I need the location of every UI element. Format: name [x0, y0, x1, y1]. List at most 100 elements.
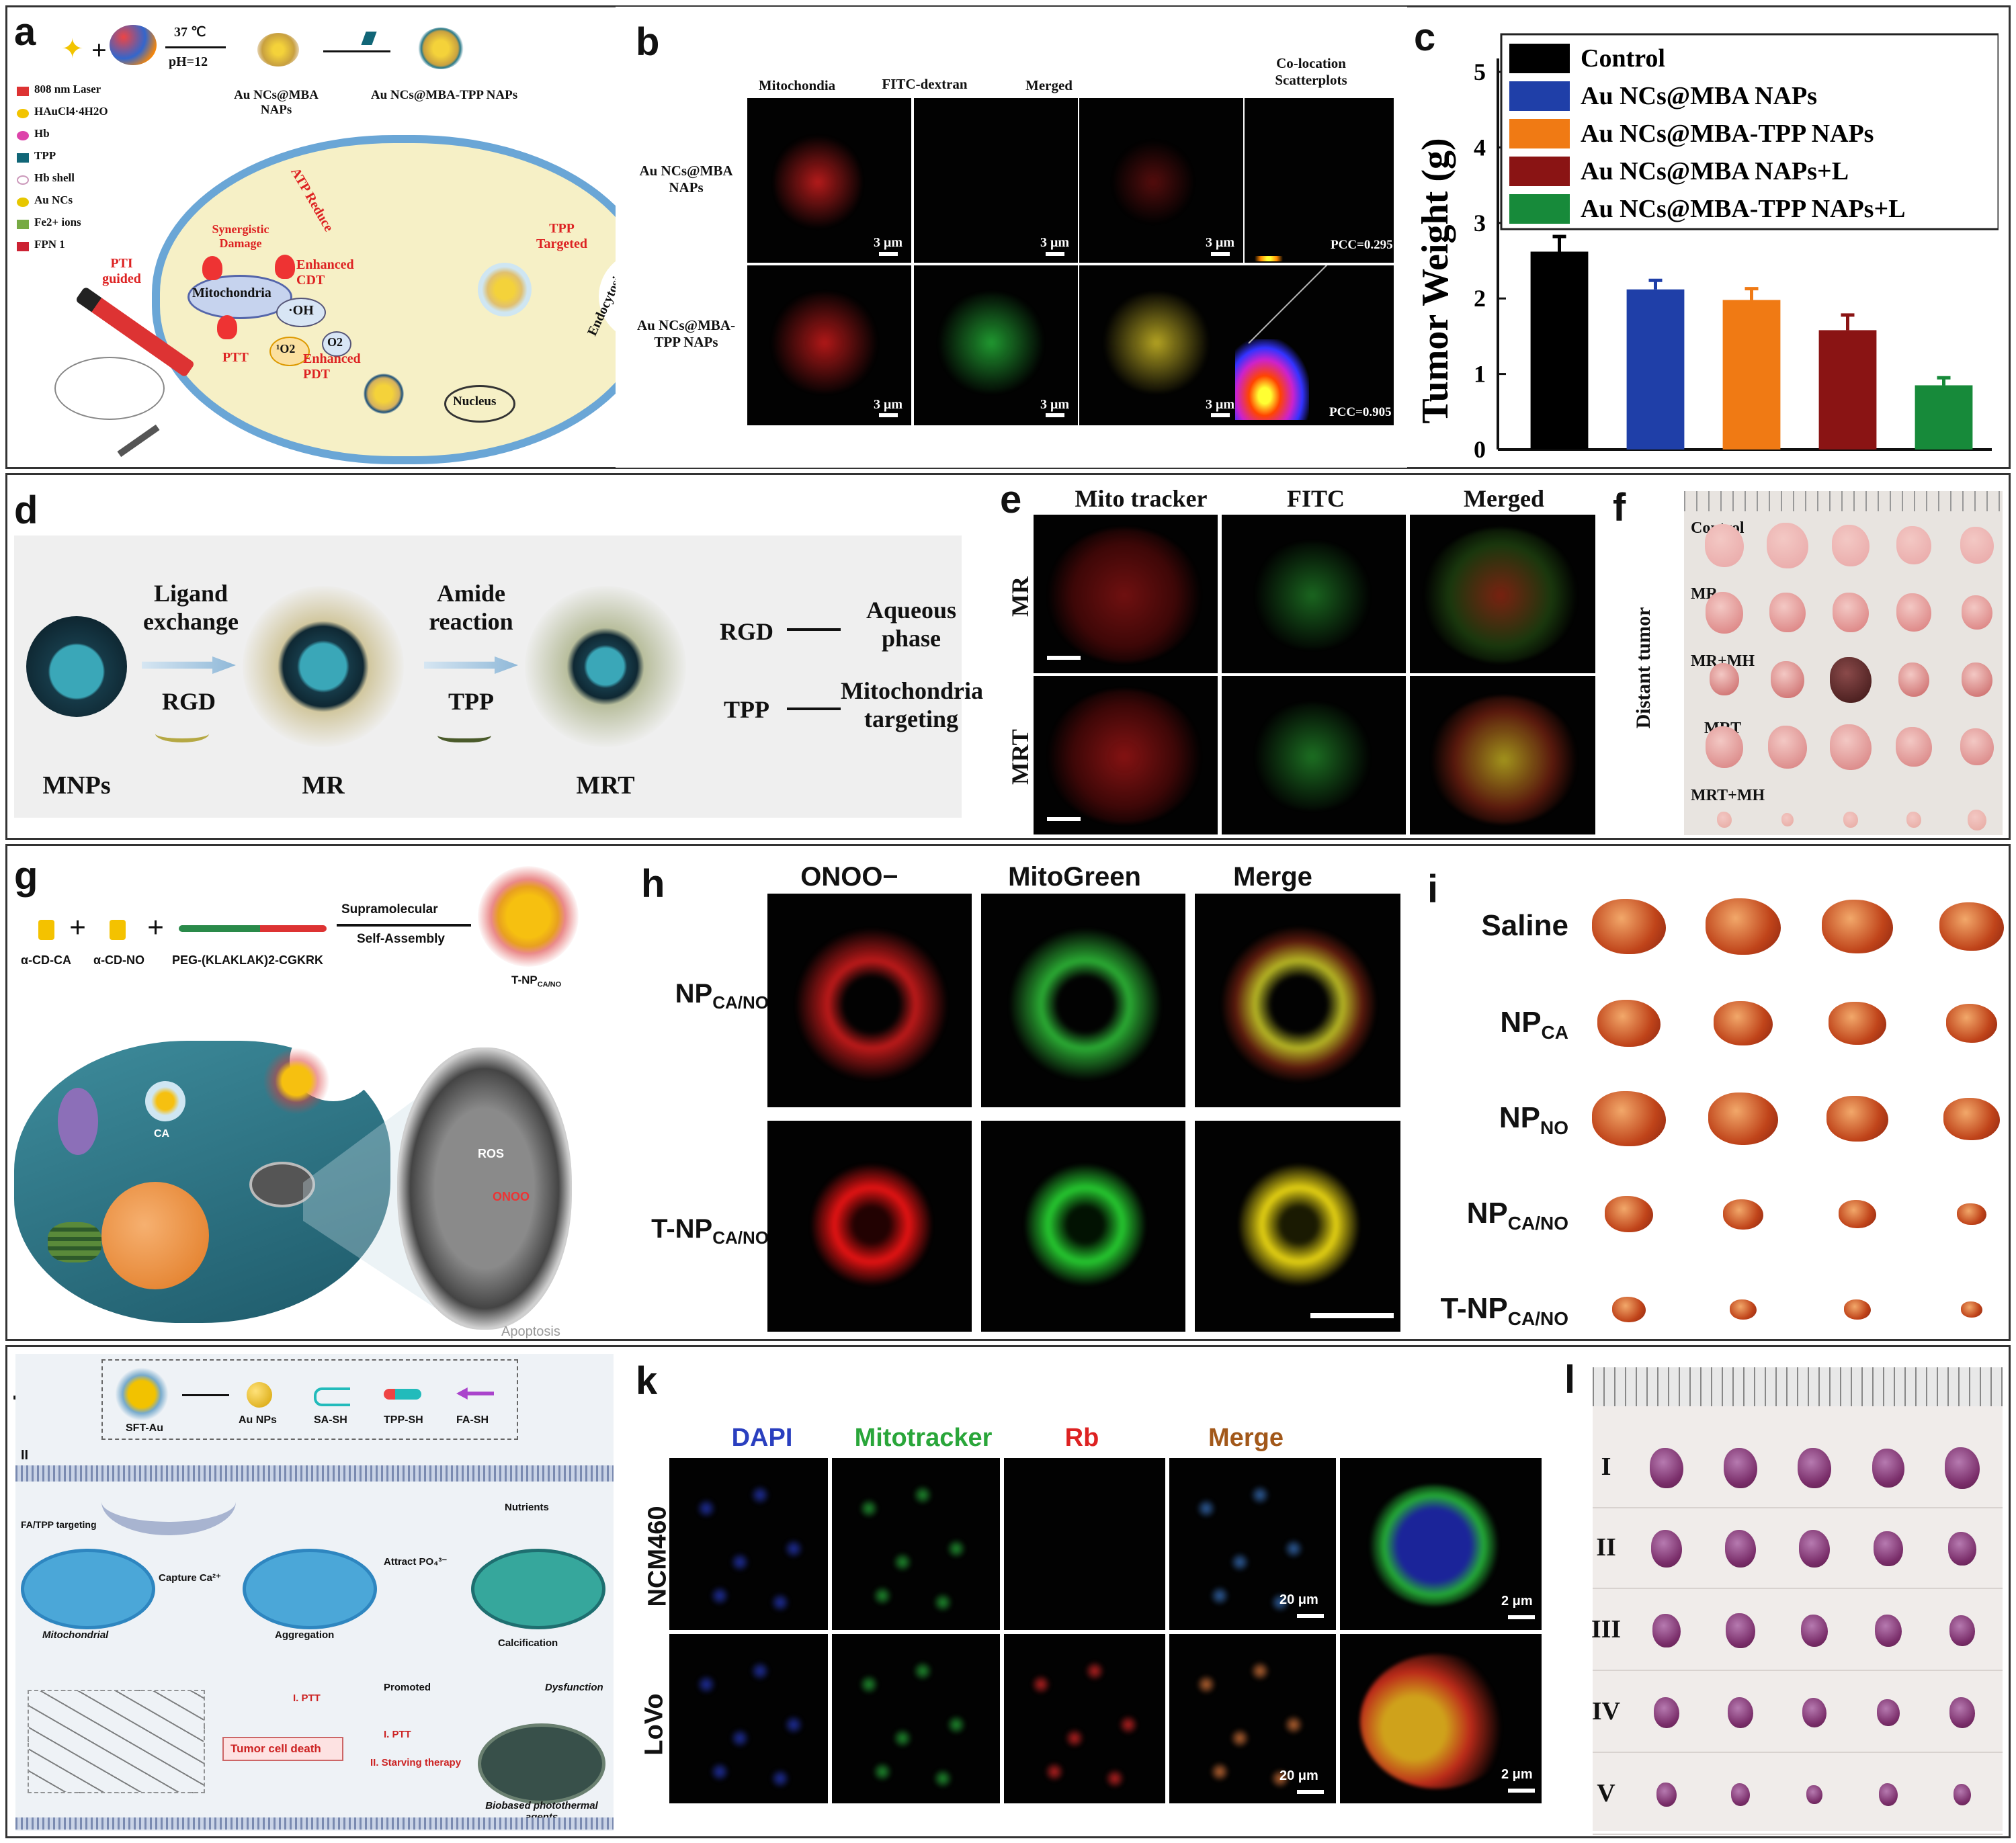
- row-label-mba-tpp: Au NCs@MBA-TPP NAPs: [636, 317, 736, 350]
- tumor-specimen: [1879, 1783, 1898, 1806]
- sa-sh-icon: [314, 1387, 350, 1406]
- promoted-label: Promoted: [384, 1682, 431, 1693]
- syringe-icon: [117, 424, 160, 458]
- product1-label: Au NCs@MBA NAPs: [234, 88, 319, 117]
- aggregation-label: Aggregation: [275, 1629, 335, 1641]
- ruler: [1684, 491, 2003, 511]
- header-rb: Rb: [1064, 1424, 1099, 1452]
- starving-label: II. Starving therapy: [370, 1757, 462, 1768]
- micrograph-k: [669, 1634, 828, 1803]
- mitochondria-label: Mitochondria: [192, 286, 271, 300]
- legend-hb: Hb: [34, 127, 50, 140]
- panel-label-k: k: [636, 1359, 658, 1403]
- nanoparticle-outside: [263, 1047, 330, 1115]
- micrograph-k: 2 μm: [1340, 1634, 1542, 1803]
- row-label-mrt: MRT: [1007, 729, 1034, 785]
- row-label-i: NPCA: [1500, 1006, 1568, 1043]
- divider: [1593, 1834, 2003, 1835]
- legend-label: Au NCs@MBA-TPP NAPs+L: [1581, 195, 1905, 223]
- mito-label: Mitochondrial: [42, 1629, 109, 1641]
- reagent-au-nps: Au NPs: [239, 1414, 277, 1426]
- ruler: [1593, 1367, 2003, 1406]
- scatterplot-b-r2: PCC=0.905: [1235, 265, 1394, 425]
- tumor-specimen: [1839, 1200, 1876, 1228]
- micrograph-k: 20 μm: [1169, 1458, 1336, 1630]
- legend-label: Au NCs@MBA NAPs: [1581, 82, 1817, 110]
- roman-ii: II: [21, 1448, 29, 1463]
- header-onoo: ONOO−: [800, 862, 898, 892]
- panel-label-a: a: [14, 10, 36, 54]
- tumor-specimen: [1724, 1448, 1757, 1488]
- mito-1: [21, 1549, 155, 1629]
- reagent-tpp-sh: TPP-SH: [384, 1414, 423, 1426]
- rgd-label: RGD: [162, 688, 216, 715]
- micrograph-e-mr-fitc: [1222, 515, 1406, 673]
- divider: [1593, 1588, 2003, 1589]
- panel-label-h: h: [641, 862, 665, 906]
- star-icon: ✦: [61, 34, 84, 64]
- micrograph-k: 2 μm: [1340, 1458, 1542, 1630]
- legend-swatch: [1509, 81, 1570, 111]
- micrograph-k: [832, 1634, 1000, 1803]
- mnp-particle: [26, 616, 127, 717]
- y-tick-label: 3: [1474, 210, 1486, 237]
- cd-ca-icon: [38, 920, 54, 940]
- row-lovo: LoVo: [640, 1693, 669, 1756]
- tumor-photo-f: Control MR MR+MH MRT MRT+MH: [1684, 491, 2003, 835]
- condition-temp: 37 ℃: [174, 25, 206, 40]
- header-merge: Merge: [1208, 1424, 1284, 1452]
- mrt-particle: [525, 586, 686, 747]
- tumor-specimen: [1706, 726, 1743, 768]
- header-scatterplots: Co-location Scatterplots: [1275, 55, 1347, 88]
- legend-haucl4: HAuCl4·4H2O: [34, 105, 108, 118]
- arrow-right-1: [787, 628, 841, 631]
- calcification-label: Calcification: [498, 1637, 558, 1649]
- tumor-specimen: [1962, 595, 1992, 630]
- row-label-mba: Au NCs@MBA NAPs: [639, 163, 733, 196]
- row-t-np-ca-no: T-NPCA/NO: [651, 1214, 769, 1248]
- panel-b: [614, 5, 1411, 469]
- row-label-i: T-NPCA/NO: [1440, 1292, 1568, 1329]
- tumor-specimen: [1768, 726, 1807, 769]
- sft-au-label: SFT-Au: [126, 1422, 163, 1434]
- arrow1-right: Aqueous phase: [866, 597, 957, 652]
- capture-label: Capture Ca²⁺: [159, 1572, 221, 1584]
- peptide-chain-icon: [179, 925, 327, 932]
- plus-icon: +: [147, 911, 165, 944]
- micrograph-h-np-merge: [1195, 894, 1400, 1107]
- ptt-label: PTT: [222, 350, 249, 365]
- synergistic-label: Synergistic Damage: [212, 222, 269, 250]
- tumor-specimen: [1875, 1615, 1902, 1647]
- apoptosis-label: Apoptosis: [501, 1324, 560, 1339]
- tumor-specimen: [1723, 1199, 1763, 1230]
- legend-fe-ions: Fe2+ ions: [34, 216, 81, 228]
- singlet-o2-label: ¹O2: [276, 342, 296, 355]
- t-np-label: T-NPCA/NO: [511, 974, 562, 989]
- legend-laser: 808 nm Laser: [34, 83, 101, 95]
- tumor-specimen: [1822, 900, 1893, 953]
- singlet-o2-bubble: [269, 337, 310, 366]
- tumor-specimen: [1961, 1301, 1982, 1318]
- row-label-l: V: [1597, 1779, 1615, 1807]
- legend-swatch: [1509, 119, 1570, 148]
- tumor-specimen: [1968, 810, 1986, 830]
- tumor-specimen: [1843, 812, 1858, 828]
- reagent-peptide: PEG-(KLAKLAK)2-CGKRK: [172, 953, 323, 967]
- tumor-specimen: [1713, 1000, 1773, 1046]
- sft-au-particle: [115, 1367, 169, 1421]
- pcc-value-2: PCC=0.905: [1329, 405, 1392, 419]
- tumor-specimen: [1767, 523, 1808, 569]
- ros-label: ROS: [478, 1147, 505, 1160]
- header-mitotracker: Mitotracker: [854, 1424, 993, 1452]
- bar: [1626, 289, 1685, 449]
- legend-tpp: TPP: [34, 149, 56, 162]
- micrograph-b-r1-mito: 3 μm: [747, 98, 911, 263]
- tumor-specimen: [1939, 902, 2004, 951]
- nucleus-icon: [444, 385, 515, 423]
- y-axis-label: Tumor Weight (g): [1415, 138, 1456, 423]
- distant-tumor-label: Distant tumor: [1632, 607, 1654, 729]
- y-tick-label: 2: [1474, 285, 1486, 312]
- ptt2-label: I. PTT: [384, 1729, 411, 1740]
- endosome-icon: [478, 263, 532, 316]
